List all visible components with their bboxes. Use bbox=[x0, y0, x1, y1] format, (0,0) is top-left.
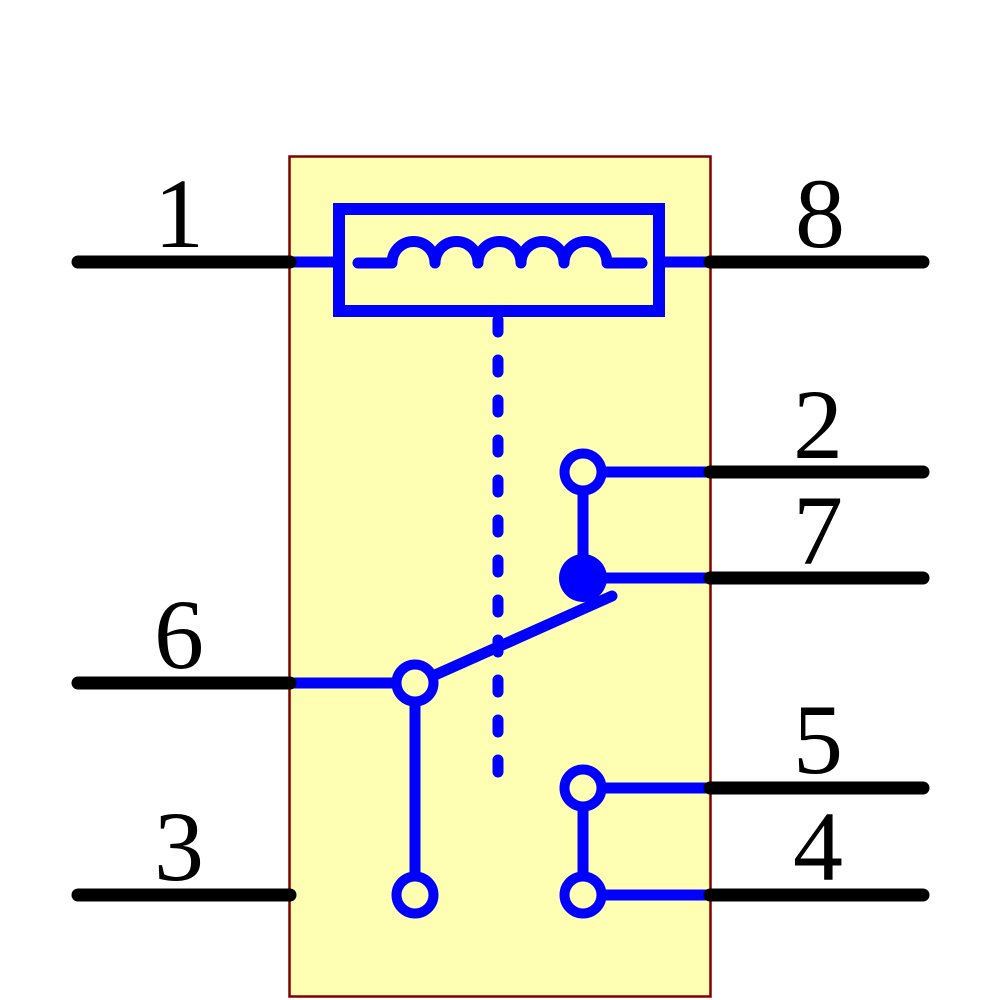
pin-labels: 1 8 2 7 6 5 3 4 bbox=[154, 158, 845, 902]
pin4-contact-circle bbox=[559, 871, 607, 919]
pin1-label: 1 bbox=[154, 158, 204, 269]
pin-wires bbox=[71, 255, 930, 902]
pin3-contact-circle bbox=[391, 871, 439, 919]
coil-inductor-winding bbox=[352, 236, 648, 269]
pin8-label: 8 bbox=[795, 158, 845, 269]
common-junction-dot bbox=[559, 554, 607, 602]
pin3-label: 3 bbox=[154, 791, 204, 902]
pin2-label: 2 bbox=[793, 369, 843, 480]
pin4-label: 4 bbox=[793, 791, 843, 902]
pin7-label: 7 bbox=[793, 475, 843, 586]
pin5-label: 5 bbox=[793, 684, 843, 795]
pin5-contact-circle bbox=[559, 764, 607, 812]
coil-box bbox=[333, 203, 665, 317]
switch-arm bbox=[429, 590, 618, 681]
pin6-label: 6 bbox=[154, 579, 204, 690]
pin6-pole-circle bbox=[391, 659, 439, 707]
pin2-contact-circle bbox=[559, 448, 607, 496]
symbol-graphics bbox=[289, 203, 712, 919]
